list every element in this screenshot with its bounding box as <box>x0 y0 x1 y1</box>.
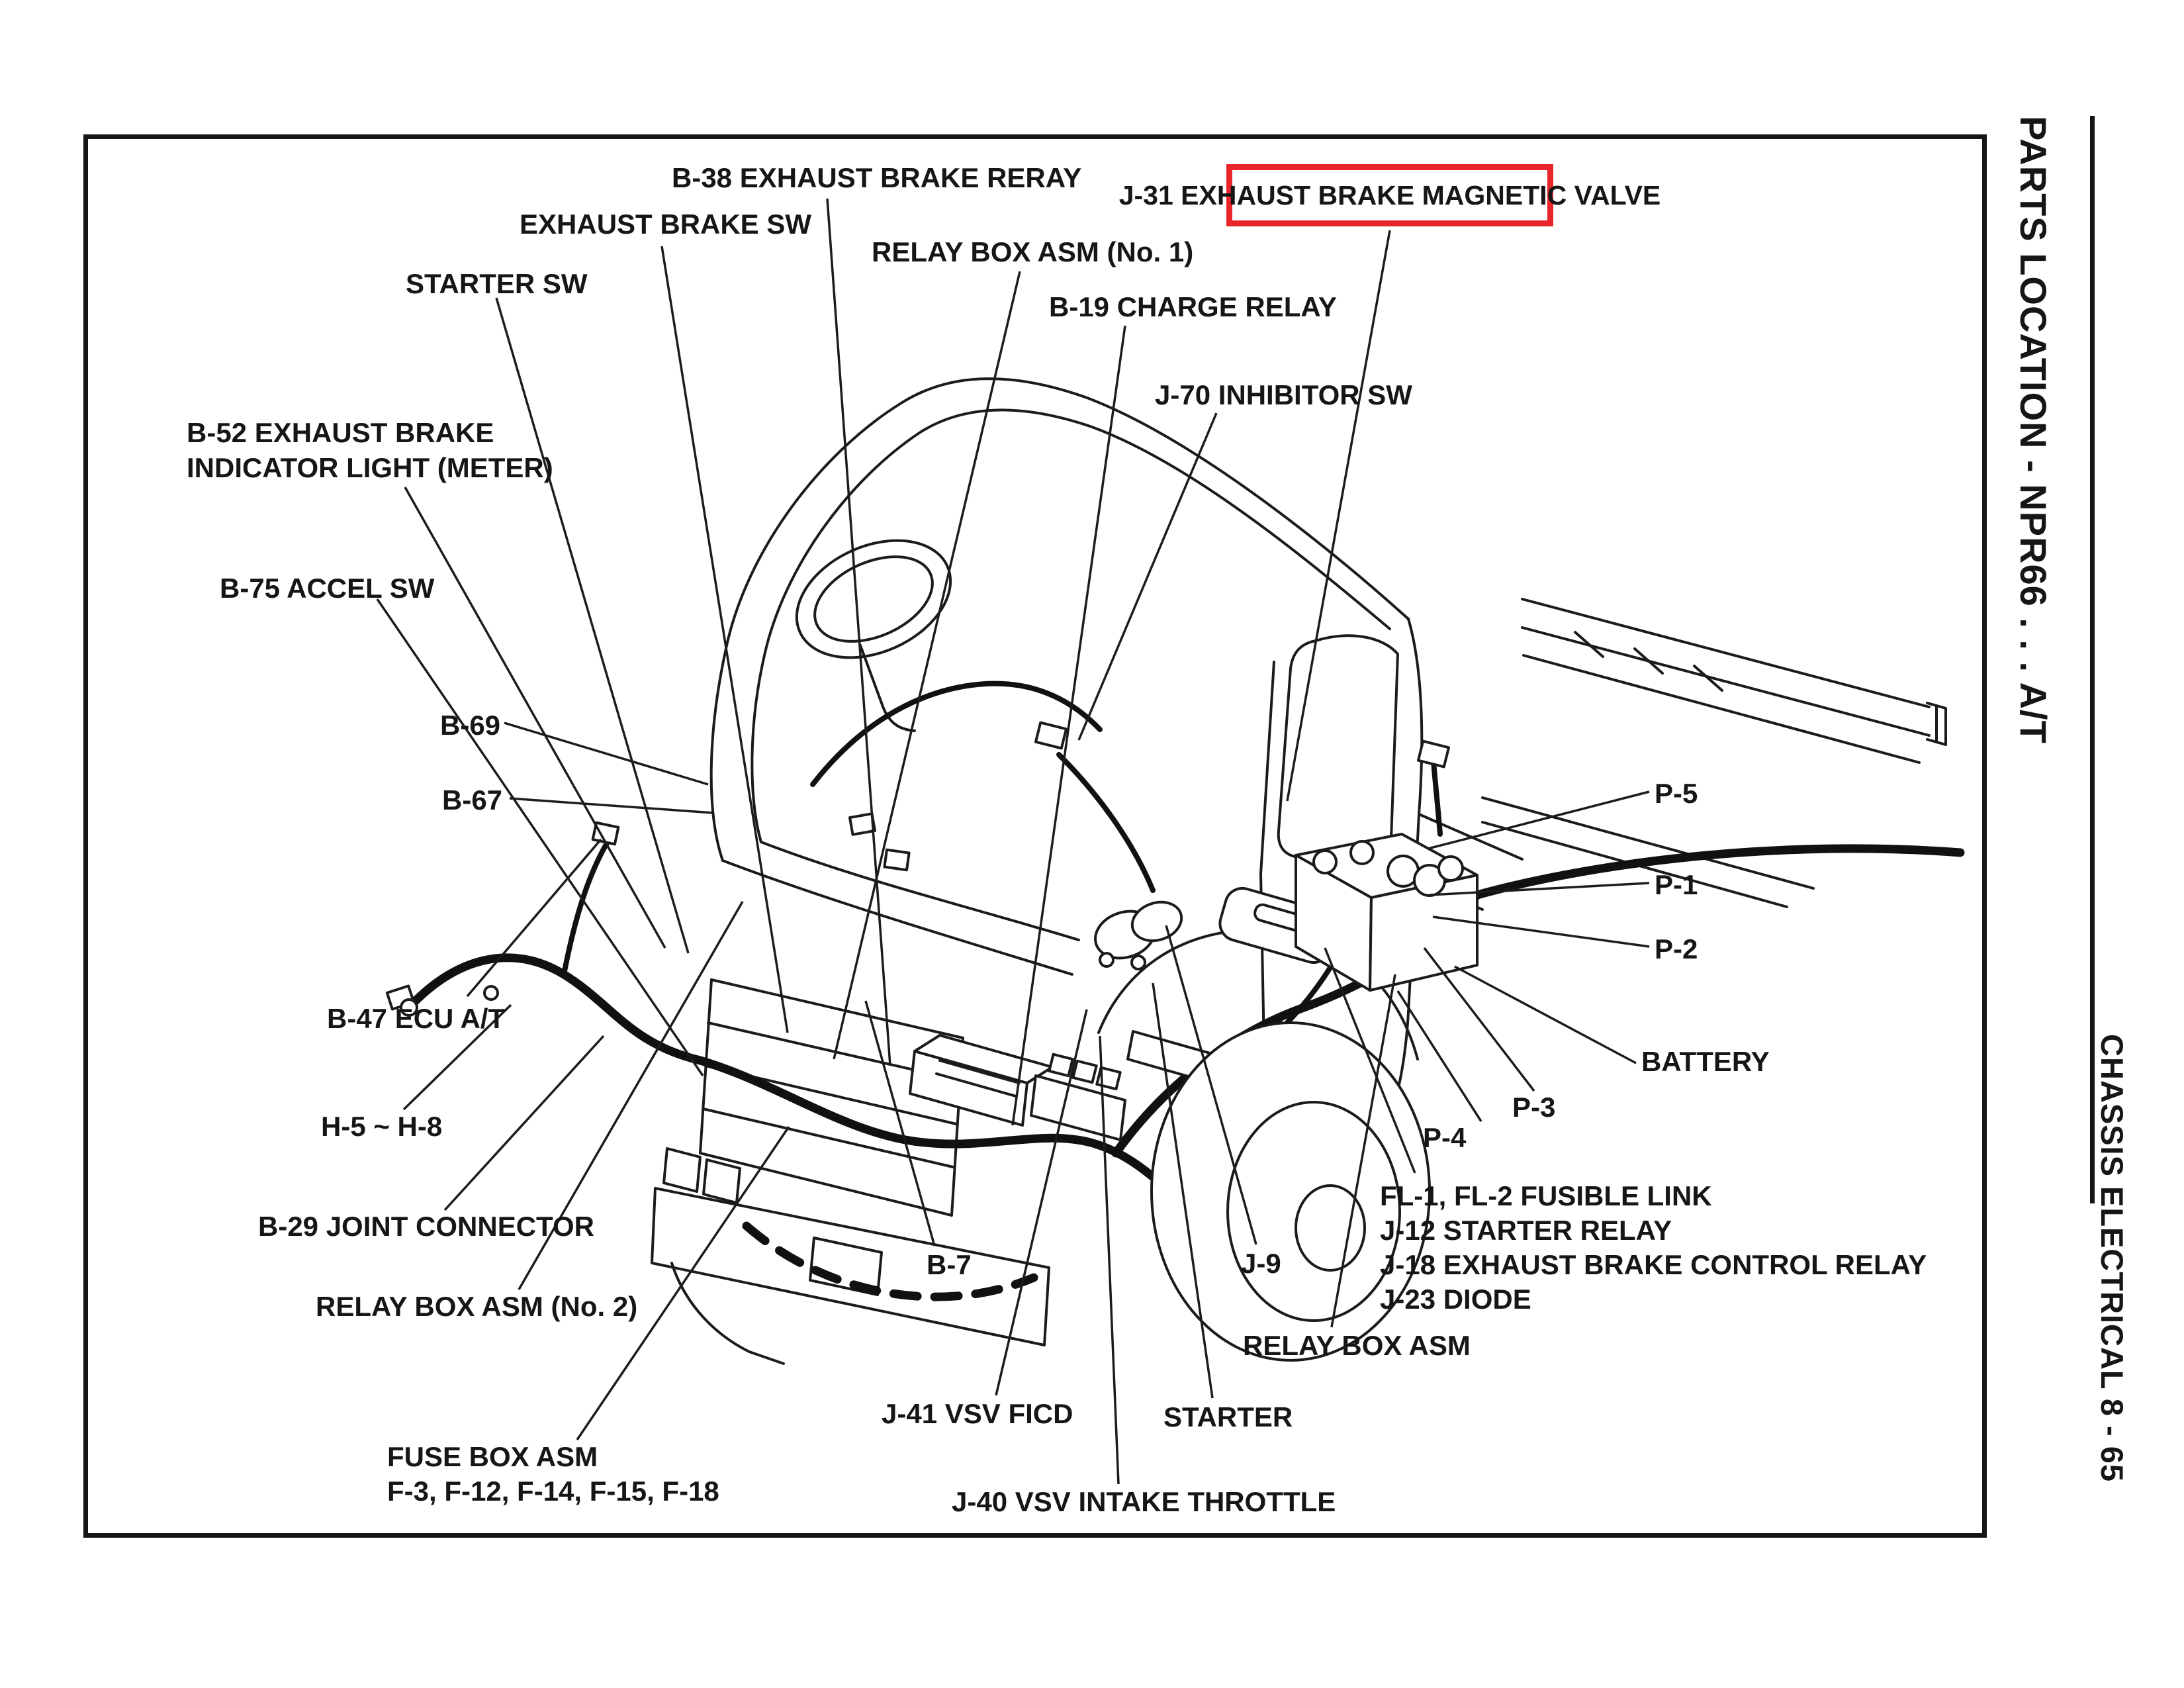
part-label-p4: P-4 <box>1423 1122 1467 1153</box>
leader-lines <box>376 198 1650 1485</box>
leader-line <box>995 1009 1088 1396</box>
part-label-j18: J-18 EXHAUST BRAKE CONTROL RELAY <box>1380 1249 1927 1280</box>
harness-connectors <box>385 721 1451 1039</box>
leader-line <box>1423 947 1535 1092</box>
part-label-p2: P-2 <box>1655 933 1698 964</box>
chassis-frame-rail <box>1412 598 1947 911</box>
part-label-p3: P-3 <box>1512 1092 1556 1123</box>
part-label-b69: B-69 <box>440 710 501 741</box>
leader-line <box>576 1126 790 1440</box>
part-label-fuse-box-line1: FUSE BOX ASM <box>387 1441 598 1472</box>
front-bumper <box>651 1187 1050 1365</box>
leader-line <box>518 901 744 1290</box>
leader-line <box>495 297 690 954</box>
part-label-b38: B-38 EXHAUST BRAKE RERAY <box>672 162 1082 193</box>
page-footer-vertical: CHASSIS ELECTRICAL 8 - 65 <box>2095 1034 2130 1483</box>
leader-line <box>1152 982 1214 1399</box>
leader-line <box>509 797 714 814</box>
leader-line <box>1432 915 1650 948</box>
battery-box <box>1295 833 1479 992</box>
part-label-b52-line1: B-52 EXHAUST BRAKE <box>187 417 494 448</box>
page-title-vertical: PARTS LOCATION - NPR66 . . . A/T <box>2013 116 2054 744</box>
leader-line <box>1011 325 1126 1126</box>
truck-illustration <box>385 377 1965 1365</box>
starter-motor <box>1094 900 1183 970</box>
part-label-b47: B-47 ECU A/T <box>327 1003 506 1034</box>
part-label-j31: J-31 EXHAUST BRAKE MAGNETIC VALVE <box>1118 179 1661 211</box>
leader-line <box>1396 990 1482 1122</box>
leader-line <box>402 1004 512 1111</box>
part-label-b7: B-7 <box>927 1249 972 1280</box>
dash-relay-boxes <box>909 1030 1260 1141</box>
front-grille <box>662 978 964 1217</box>
part-label-j70: J-70 INHIBITOR SW <box>1155 379 1412 410</box>
part-label-relay-box-no2: RELAY BOX ASM (No. 2) <box>316 1291 638 1322</box>
part-label-fuse-box-line2: F-3, F-12, F-14, F-15, F-18 <box>387 1476 719 1507</box>
part-label-battery: BATTERY <box>1641 1046 1770 1077</box>
leader-line <box>1429 882 1650 896</box>
leader-line <box>1165 925 1257 1245</box>
wiring-harness <box>404 680 1965 1301</box>
part-label-j23: J-23 DIODE <box>1380 1284 1531 1315</box>
leader-line <box>404 487 666 949</box>
part-label-b52-line2: INDICATOR LIGHT (METER) <box>187 452 553 483</box>
leader-line <box>376 598 704 1076</box>
leader-line <box>1099 1035 1120 1485</box>
leader-line <box>1428 790 1650 850</box>
part-label-j12: J-12 STARTER RELAY <box>1380 1215 1672 1246</box>
part-label-j40: J-40 VSV INTAKE THROTTLE <box>952 1486 1336 1517</box>
leader-line <box>864 1000 936 1246</box>
part-label-b29: B-29 JOINT CONNECTOR <box>258 1211 594 1242</box>
part-label-starter: STARTER <box>1163 1401 1293 1432</box>
leader-line <box>1330 974 1396 1328</box>
highlight-box-j31: J-31 EXHAUST BRAKE MAGNETIC VALVE <box>1119 164 1661 226</box>
front-wheel <box>1097 929 1431 1362</box>
part-label-relay-box-asm: RELAY BOX ASM <box>1243 1330 1471 1361</box>
leader-line <box>826 198 891 1066</box>
part-label-j41: J-41 VSV FICD <box>882 1398 1073 1429</box>
leader-line <box>466 838 602 998</box>
steering-wheel <box>795 539 952 732</box>
margin-separator-line <box>2090 116 2095 1203</box>
leader-line <box>660 246 789 1033</box>
leader-line <box>1454 965 1637 1064</box>
leader-line <box>1324 947 1416 1174</box>
leader-line <box>504 722 709 786</box>
part-label-p5: P-5 <box>1655 778 1698 809</box>
part-label-j9: J-9 <box>1241 1248 1281 1279</box>
part-label-fl: FL-1, FL-2 FUSIBLE LINK <box>1380 1180 1712 1211</box>
part-label-b75: B-75 ACCEL SW <box>220 573 435 604</box>
part-label-h5-h8: H-5 ~ H-8 <box>321 1111 443 1142</box>
part-label-starter-sw: STARTER SW <box>406 268 588 299</box>
leader-line <box>1286 230 1391 802</box>
part-label-b67: B-67 <box>442 784 503 816</box>
part-label-p1: P-1 <box>1655 869 1698 900</box>
leader-line <box>1077 412 1218 741</box>
part-label-exhaust-brake-sw: EXHAUST BRAKE SW <box>520 209 812 240</box>
leader-line <box>443 1035 605 1211</box>
part-label-b19: B-19 CHARGE RELAY <box>1049 291 1337 322</box>
leader-line <box>833 271 1021 1060</box>
part-label-relay-box-no1: RELAY BOX ASM (No. 1) <box>872 236 1194 267</box>
